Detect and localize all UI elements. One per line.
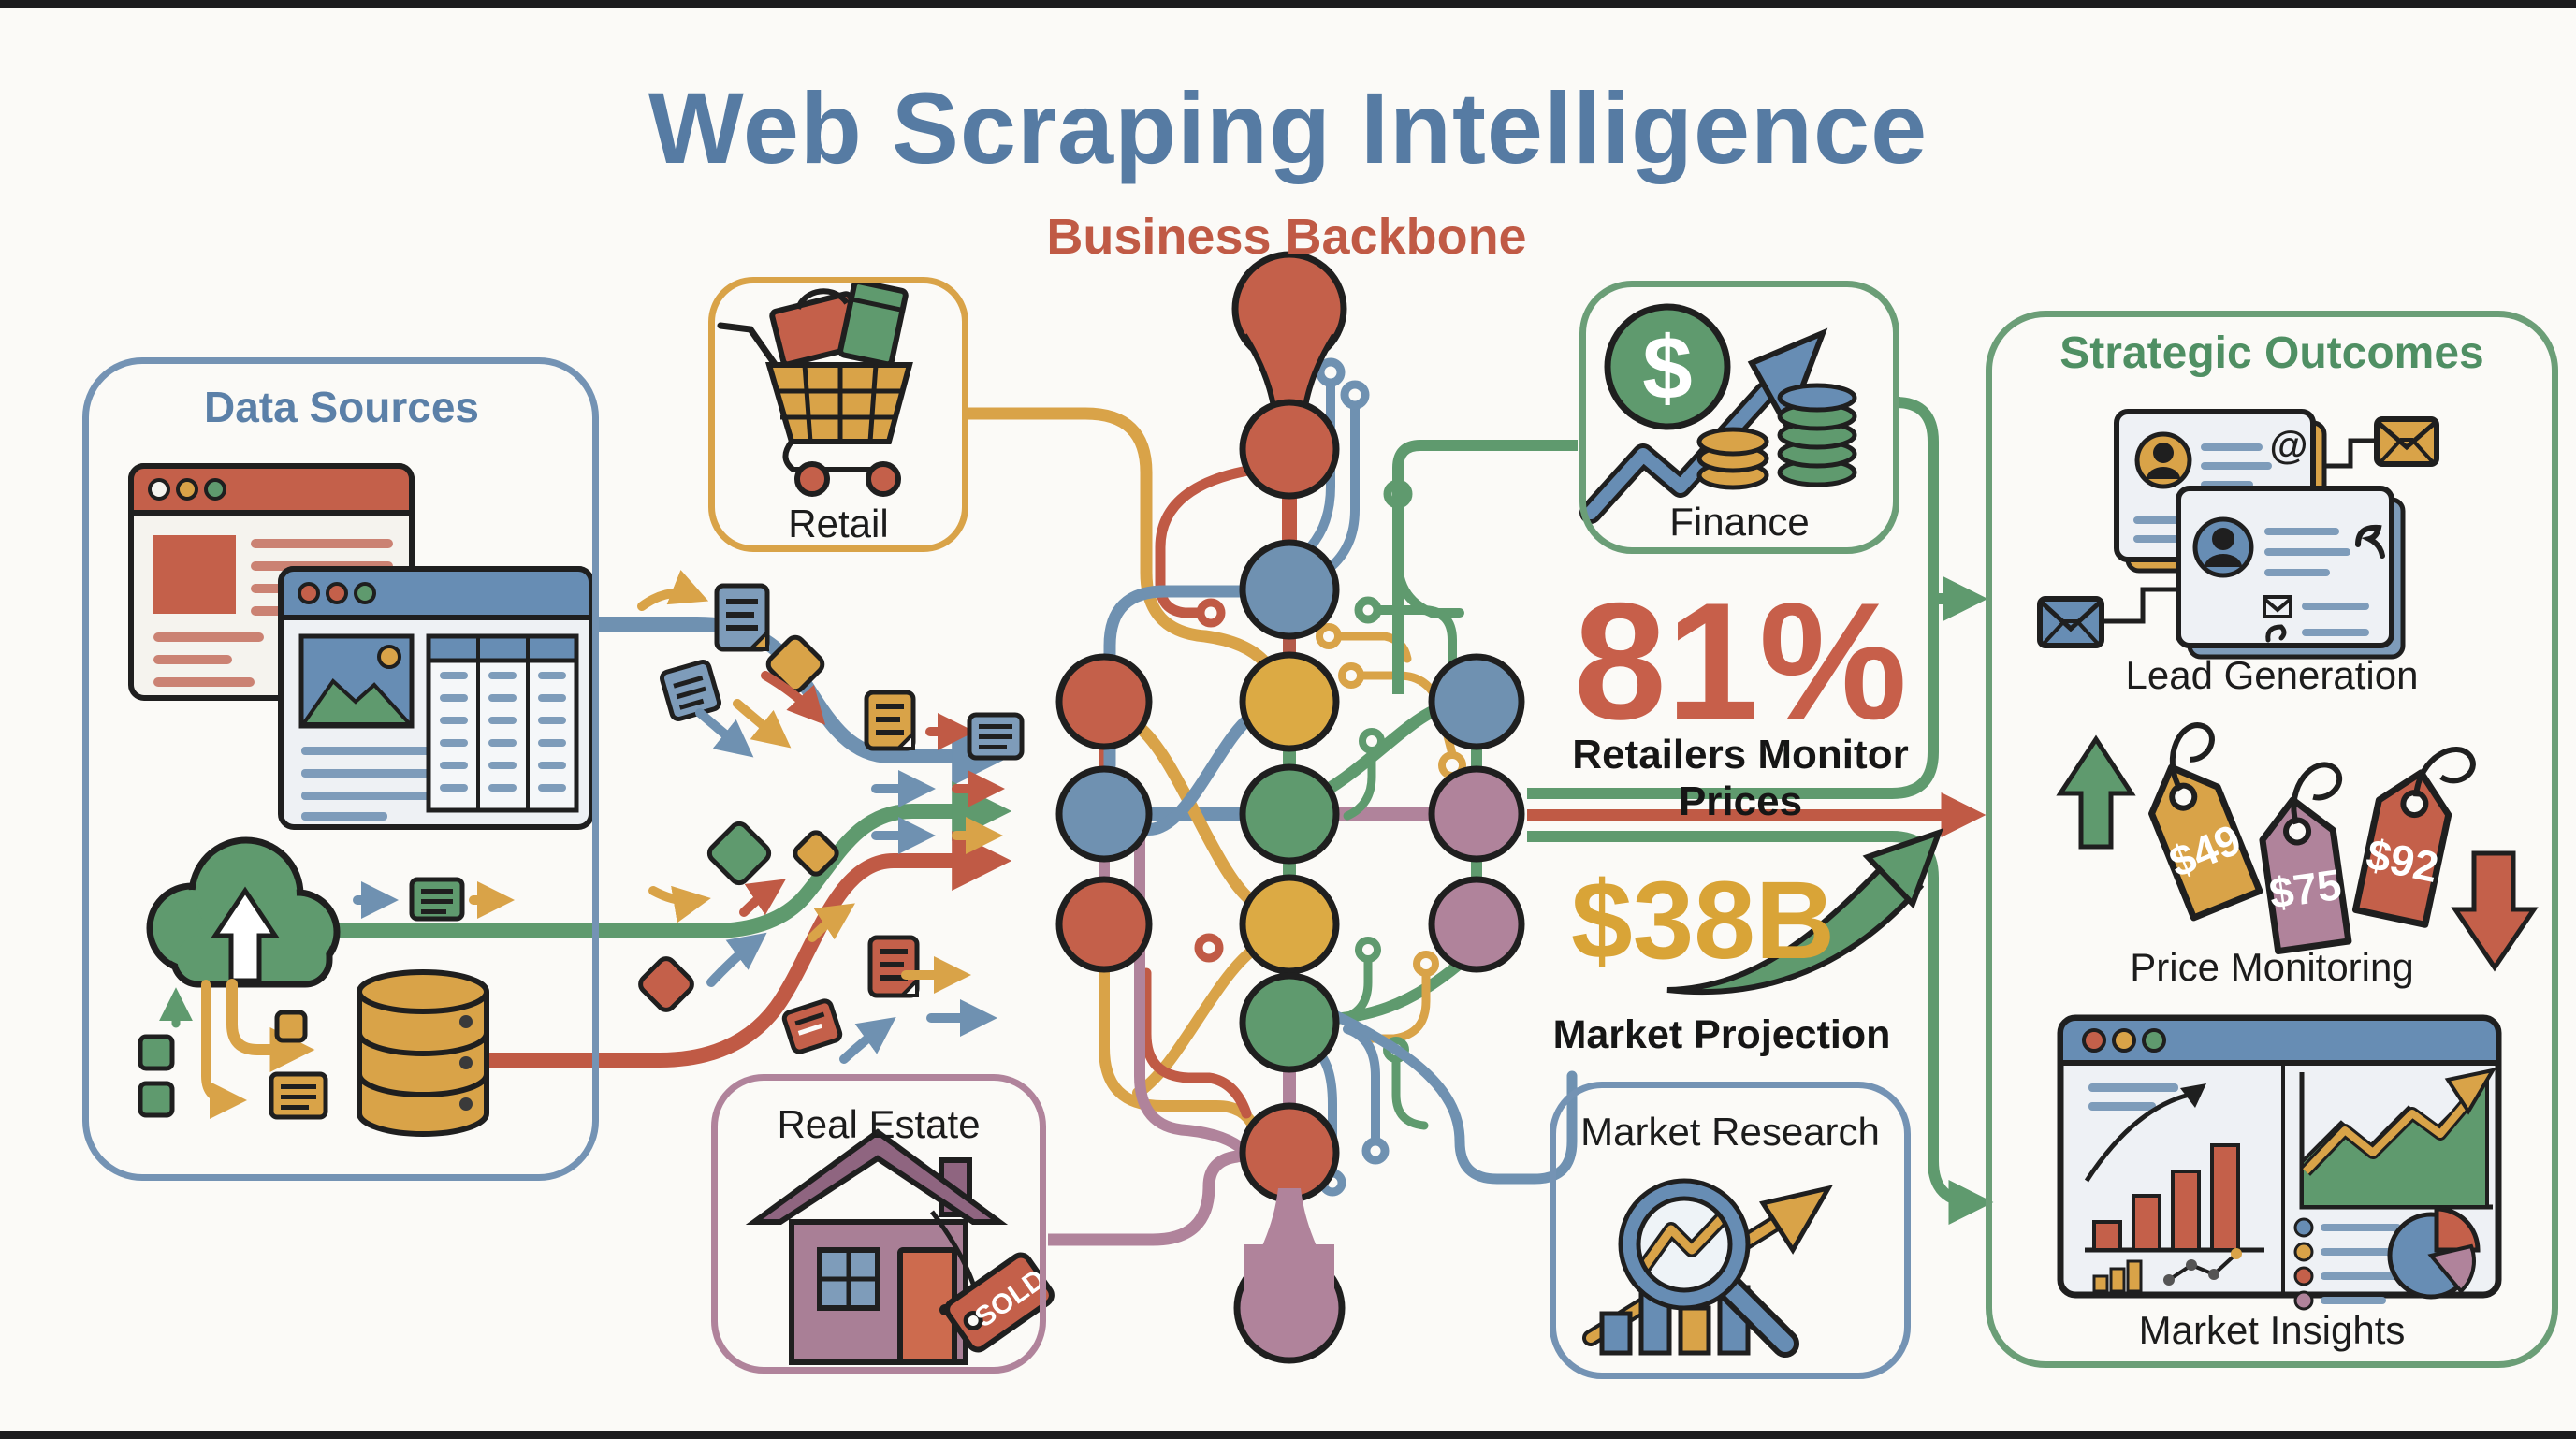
finance-label: Finance — [1669, 500, 1810, 544]
doc-icon-green-small — [409, 877, 465, 922]
phone-icon — [2355, 524, 2385, 559]
diamond-yellow-2 — [793, 830, 839, 877]
outcome-connectors — [1392, 397, 1994, 1225]
real-estate-connector-line — [1048, 1148, 1250, 1246]
contact-card-front — [2176, 486, 2406, 660]
note-icon-blue-2 — [967, 712, 1025, 761]
retail-label: Retail — [788, 501, 889, 545]
data-sources-title: Data Sources — [203, 383, 479, 431]
browser-window-blue-icon — [278, 566, 594, 830]
diamond-red — [638, 956, 694, 1012]
data-fragment-icons — [637, 570, 1025, 1064]
strategic-outcomes-panel — [1986, 311, 2558, 1368]
growth-swoosh-arrow — [1666, 828, 1943, 996]
price-down-arrow — [2451, 850, 2539, 972]
price-monitoring-label: Price Monitoring — [2130, 945, 2414, 989]
cloud-sync-arrows — [159, 881, 515, 1119]
doc-icon-yellow — [864, 690, 916, 751]
stat-retailers-value: 81% — [1573, 568, 1908, 754]
market-insights-label: Market Insights — [2138, 1308, 2406, 1352]
real-estate-label: Real Estate — [777, 1102, 981, 1146]
retail-box — [708, 277, 968, 552]
cloud-data-chips — [138, 877, 465, 1120]
network-nodes — [1055, 251, 1525, 1364]
stat-market-caption: Market Projection — [1552, 1012, 1891, 1057]
price-tag-red: $92 — [2351, 747, 2476, 928]
retail-connector-line — [968, 407, 1270, 667]
top-border — [0, 0, 2576, 8]
page-subtitle: Business Backbone — [1046, 209, 1527, 265]
price-tag-yellow: $49 — [2148, 722, 2263, 922]
shopping-cart-icon — [717, 279, 913, 497]
note-icon-blue — [659, 659, 722, 722]
coin-stack-green — [1777, 383, 1857, 487]
house-icon: SOLD — [745, 1128, 1055, 1365]
bottom-border — [0, 1431, 2576, 1439]
database-icon — [357, 969, 489, 1137]
cloud-upload-icon — [146, 836, 341, 988]
market-research-icon — [1582, 1178, 1834, 1358]
note-icon-red — [781, 998, 843, 1054]
lead-generation-label: Lead Generation — [2125, 653, 2419, 697]
strategic-outcomes-title: Strategic Outcomes — [2059, 328, 2484, 378]
stat-retailers-caption: Retailers Monitor Prices — [1572, 732, 1909, 824]
price-tag-text-2: $75 — [2266, 860, 2344, 918]
phone-icon-small — [2265, 624, 2287, 643]
lead-generation-icon: @ — [2037, 409, 2439, 660]
pie-chart — [2387, 1206, 2481, 1300]
data-sources-panel — [82, 357, 599, 1181]
legend-list — [2293, 1217, 2401, 1311]
price-tag-mauve: $75 — [2259, 762, 2352, 955]
finance-box — [1579, 281, 1899, 554]
doc-icon-red — [867, 935, 920, 998]
finance-icon: $ — [1579, 303, 1857, 524]
price-up-arrow — [2056, 734, 2136, 850]
diamond-green — [706, 821, 772, 886]
page-title: Web Scraping Intelligence — [648, 71, 1928, 184]
dollar-sign-glyph: $ — [1642, 318, 1692, 418]
real-estate-box — [711, 1074, 1046, 1374]
mail-icon-small — [2263, 595, 2292, 618]
envelope-icon-blue — [2037, 596, 2104, 648]
stat-market-value: $38B — [1570, 859, 1836, 982]
market-insights-icon — [2057, 1014, 2502, 1311]
at-symbol-glyph: @ — [2270, 423, 2308, 467]
doc-icon-blue — [714, 583, 770, 652]
envelope-icon-orange — [2374, 416, 2439, 467]
doc-icon-yellow-small — [269, 1071, 328, 1120]
market-research-label: Market Research — [1580, 1110, 1880, 1154]
market-research-box — [1550, 1082, 1911, 1379]
coin-stack-yellow — [1696, 427, 1769, 490]
price-monitoring-icon: $49 $75 $92 — [2056, 722, 2539, 972]
